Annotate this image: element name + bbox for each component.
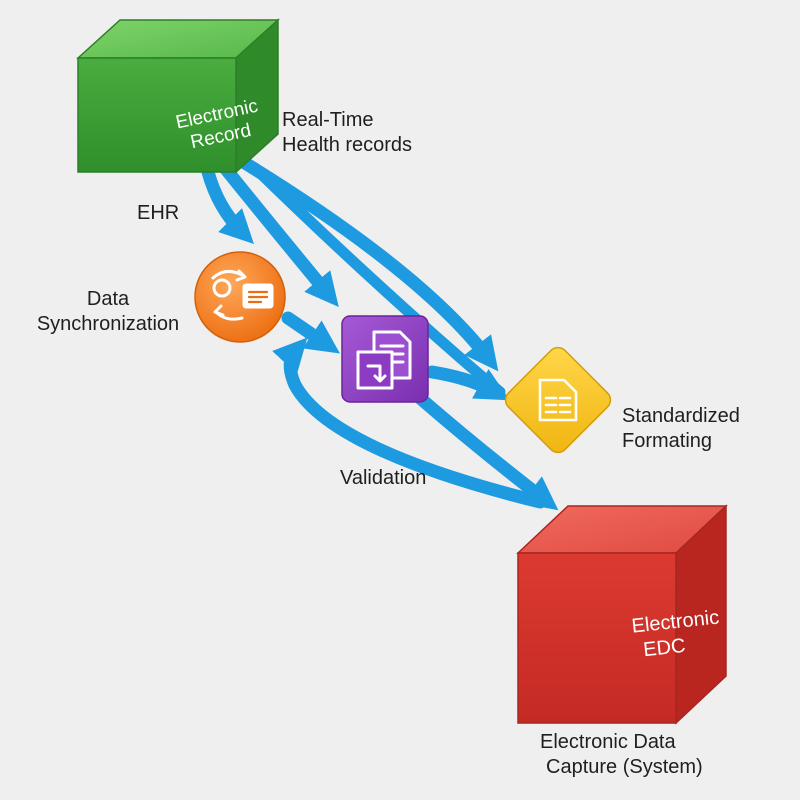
ehr-caption: EHR <box>137 202 180 224</box>
format-node <box>504 346 612 454</box>
arrow-ehr-to-edc <box>249 162 506 398</box>
arrow-sync-to-validation <box>281 311 340 354</box>
arrow-validation-to-formatting <box>425 365 510 401</box>
edc-cube: Electronic EDC <box>516 504 728 725</box>
sync-document-icon <box>211 269 274 321</box>
sync-label-line-2: Synchronization <box>36 313 180 335</box>
flow-arrows <box>201 153 559 511</box>
arrow-ehr-to-validation <box>218 161 339 308</box>
format-label-line-1: Standardized <box>622 405 740 427</box>
edc-caption-line-2: Capture (System) <box>546 756 703 778</box>
validation-label: Validation <box>340 467 427 489</box>
ehr-side-label: Real-Time Health records <box>282 108 412 158</box>
arrow-edc-loop-to-sync <box>272 337 547 509</box>
format-label: Standardized Formating <box>622 404 740 454</box>
format-label-line-2: Formating <box>622 430 713 452</box>
ehr-side-label-line-1: Real-Time <box>282 109 374 131</box>
arrow-ehr-to-formatting <box>233 153 499 372</box>
copy-documents-icon <box>356 330 412 390</box>
edc-caption: Electronic Data Capture (System) <box>540 730 703 780</box>
sync-label-line-1: Data <box>86 288 130 310</box>
ehr-side-label-line-2: Health records <box>282 134 413 156</box>
sync-label: Data Synchronization <box>24 287 192 337</box>
spreadsheet-document-icon <box>538 378 578 422</box>
edc-caption-line-1: Electronic Data <box>540 731 676 753</box>
ehr-cube: Electronic Record <box>76 18 280 174</box>
sync-node <box>194 251 286 343</box>
edc-cube-line-2: EDC <box>642 635 686 661</box>
arrow-validation-to-edc <box>413 391 559 511</box>
validation-node <box>341 315 429 403</box>
arrow-ehr-to-sync <box>201 165 254 244</box>
